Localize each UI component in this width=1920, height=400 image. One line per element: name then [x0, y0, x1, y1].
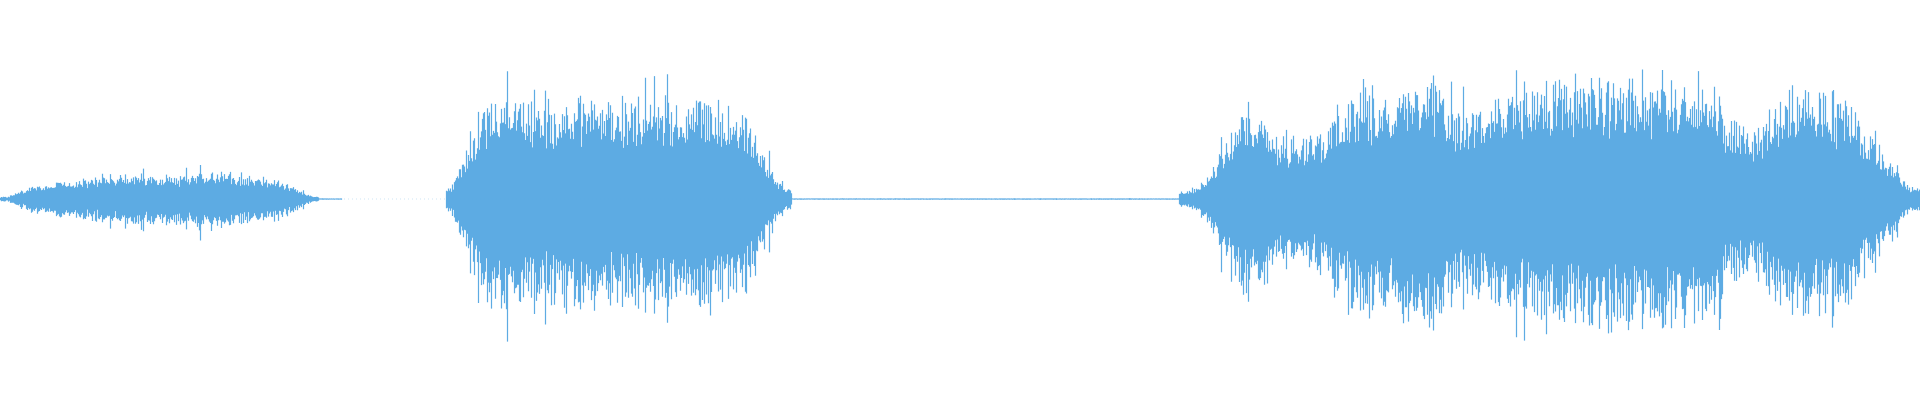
waveform-path: [0, 69, 1920, 342]
waveform-bars: [0, 69, 1920, 342]
